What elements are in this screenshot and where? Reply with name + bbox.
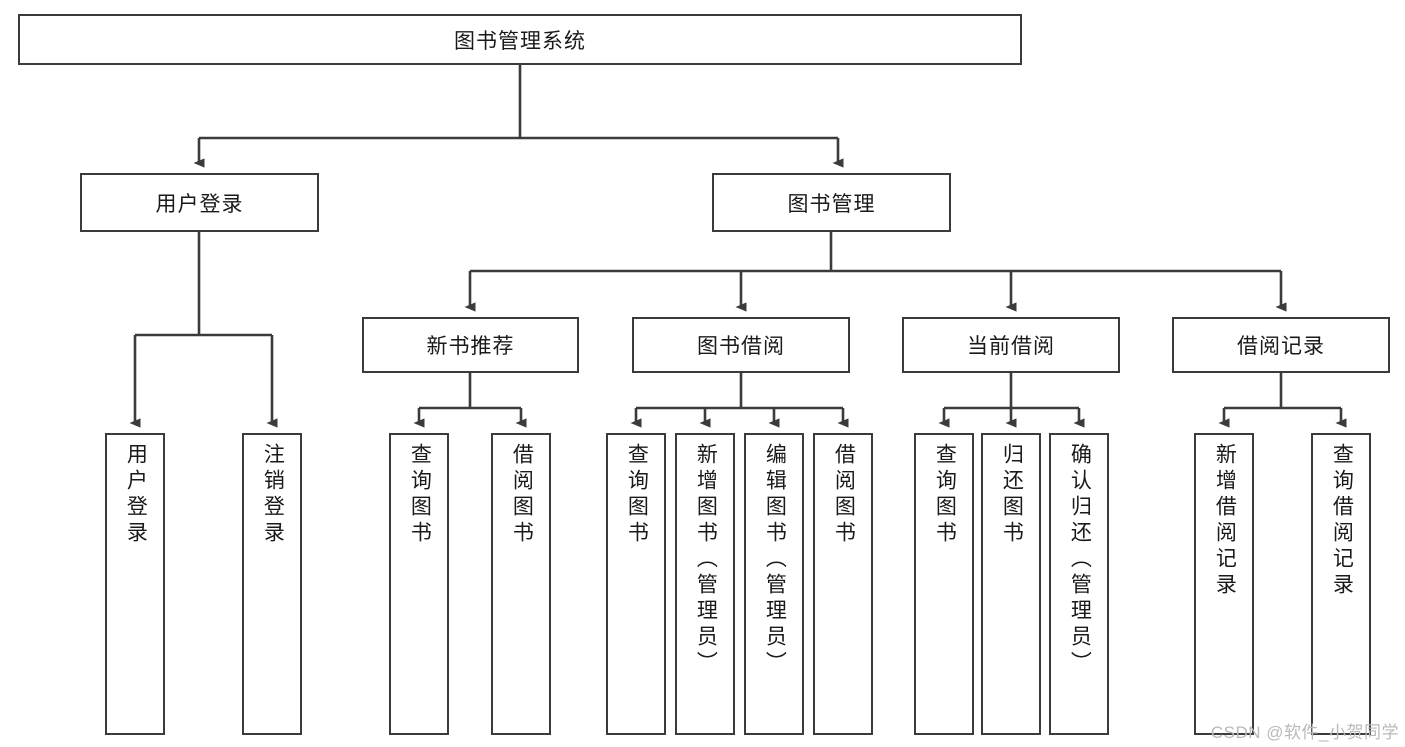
node-label: 查询借阅记录: [1330, 443, 1354, 599]
node-label: 用户登录: [155, 192, 244, 216]
node-label: 图书借阅: [697, 335, 785, 358]
node-leaf-user-login[interactable]: 用户登录: [105, 433, 165, 735]
node-label: 借阅记录: [1237, 335, 1325, 358]
node-label: 注销登录: [261, 443, 285, 547]
node-borrow-record[interactable]: 借阅记录: [1172, 317, 1390, 373]
node-label: 确认归还（管理员）: [1068, 443, 1092, 677]
node-label: 借阅图书: [832, 443, 856, 547]
node-label: 图书管理: [787, 192, 876, 216]
node-leaf-add-book[interactable]: 新增图书（管理员）: [675, 433, 735, 735]
node-label: 图书管理系统: [454, 29, 586, 53]
node-current-borrow[interactable]: 当前借阅: [902, 317, 1120, 373]
node-book-borrow[interactable]: 图书借阅: [632, 317, 850, 373]
node-new-book-recommend[interactable]: 新书推荐: [362, 317, 579, 373]
node-label: 编辑图书（管理员）: [763, 443, 787, 677]
node-label: 新增借阅记录: [1213, 443, 1237, 599]
node-label: 借阅图书: [510, 443, 534, 547]
node-leaf-borrow-book-2[interactable]: 借阅图书: [813, 433, 873, 735]
node-leaf-query-book-2[interactable]: 查询图书: [606, 433, 666, 735]
node-leaf-confirm-return[interactable]: 确认归还（管理员）: [1049, 433, 1109, 735]
node-root-system[interactable]: 图书管理系统: [18, 14, 1022, 65]
node-leaf-edit-book[interactable]: 编辑图书（管理员）: [744, 433, 804, 735]
node-label: 当前借阅: [967, 335, 1055, 358]
node-label: 用户登录: [124, 443, 148, 547]
node-label: 查询图书: [933, 443, 957, 547]
node-label: 归还图书: [1000, 443, 1024, 547]
node-book-management[interactable]: 图书管理: [712, 173, 951, 232]
node-leaf-query-book-1[interactable]: 查询图书: [389, 433, 449, 735]
node-label: 查询图书: [625, 443, 649, 547]
node-leaf-borrow-book-1[interactable]: 借阅图书: [491, 433, 551, 735]
node-leaf-logout[interactable]: 注销登录: [242, 433, 302, 735]
csdn-watermark: CSDN @软件_小贺同学: [1210, 723, 1399, 742]
node-leaf-return-book[interactable]: 归还图书: [981, 433, 1041, 735]
node-leaf-add-record[interactable]: 新增借阅记录: [1194, 433, 1254, 735]
node-leaf-query-record[interactable]: 查询借阅记录: [1311, 433, 1371, 735]
node-user-login[interactable]: 用户登录: [80, 173, 319, 232]
node-label: 新书推荐: [426, 335, 515, 358]
node-label: 查询图书: [408, 443, 432, 547]
node-label: 新增图书（管理员）: [694, 443, 718, 677]
node-leaf-query-book-3[interactable]: 查询图书: [914, 433, 974, 735]
